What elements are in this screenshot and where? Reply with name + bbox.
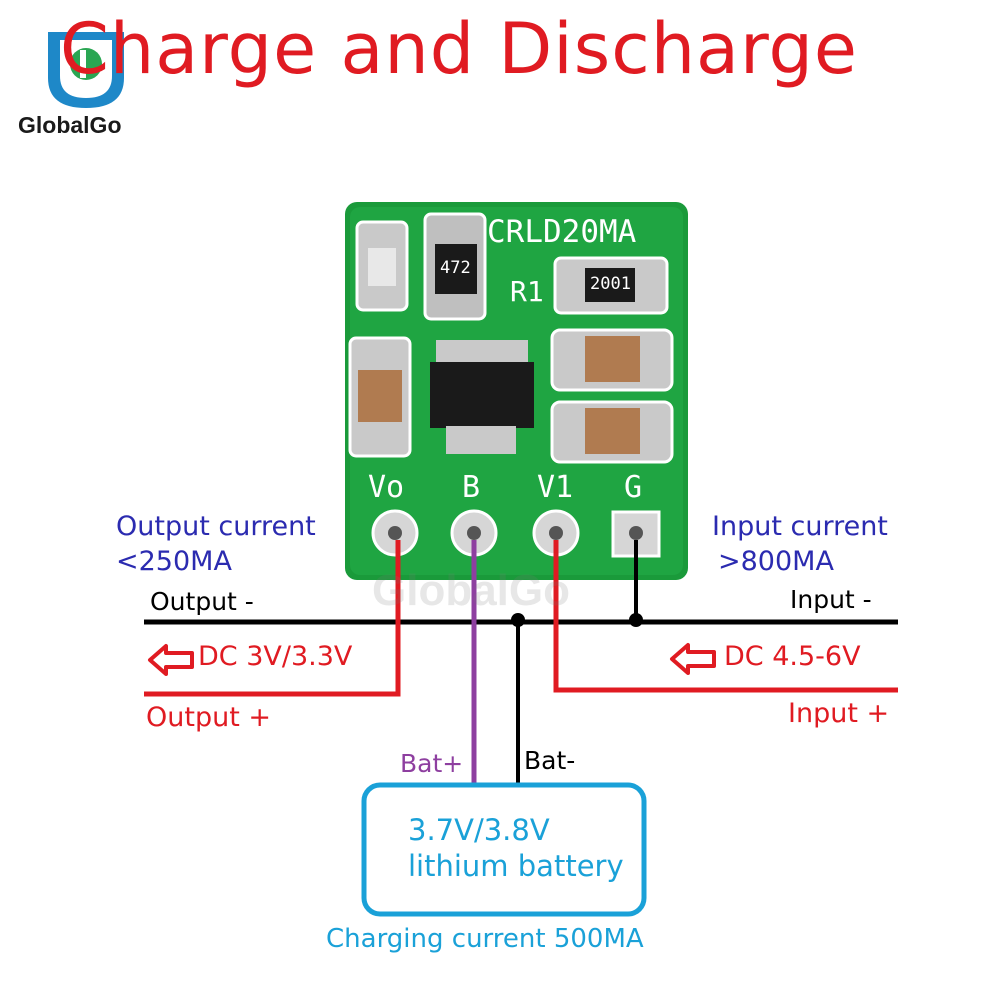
- brand-logo-text: GlobalGo: [18, 112, 122, 138]
- output-current-label: Output current: [116, 511, 316, 542]
- pin-label-v1: V1: [537, 470, 574, 505]
- r1-marking: 2001: [590, 274, 631, 294]
- pcb-module: [345, 202, 688, 580]
- pin-label-b: B: [462, 470, 481, 505]
- page-title: Charge and Discharge: [60, 8, 858, 90]
- bat-plus-label: Bat+: [400, 749, 464, 778]
- output-voltage-label: DC 3V/3.3V: [198, 641, 353, 672]
- wiring: [144, 540, 898, 785]
- input-arrow-icon: [670, 643, 716, 675]
- battery-spec-line2: lithium battery: [408, 849, 624, 883]
- output-minus-label: Output -: [150, 587, 254, 616]
- output-plus-wire: [144, 540, 401, 697]
- battery-spec-line1: 3.7V/3.8V: [408, 813, 550, 847]
- input-minus-label: Input -: [790, 585, 872, 614]
- board-model-label: CRLD20MA: [487, 214, 637, 250]
- charging-current-label: Charging current 500MA: [326, 924, 644, 954]
- input-current-value: >800MA: [718, 546, 834, 577]
- output-arrow-icon: [148, 644, 194, 676]
- output-plus-label: Output +: [146, 702, 271, 733]
- inductor-marking: 472: [440, 258, 471, 278]
- pin-label-vo: Vo: [368, 470, 405, 505]
- battery-box: [361, 782, 647, 917]
- input-voltage-label: DC 4.5-6V: [724, 641, 861, 672]
- pin-label-g: G: [624, 470, 643, 505]
- input-plus-wire: [553, 540, 898, 693]
- output-current-value: <250MA: [116, 546, 232, 577]
- input-current-label: Input current: [712, 511, 888, 542]
- watermark-text: GlobalGo: [372, 566, 570, 615]
- input-plus-label: Input +: [788, 698, 890, 729]
- r1-label: R1: [510, 275, 544, 308]
- bat-minus-label: Bat-: [524, 746, 576, 775]
- globalgo-logo-icon: [48, 32, 124, 108]
